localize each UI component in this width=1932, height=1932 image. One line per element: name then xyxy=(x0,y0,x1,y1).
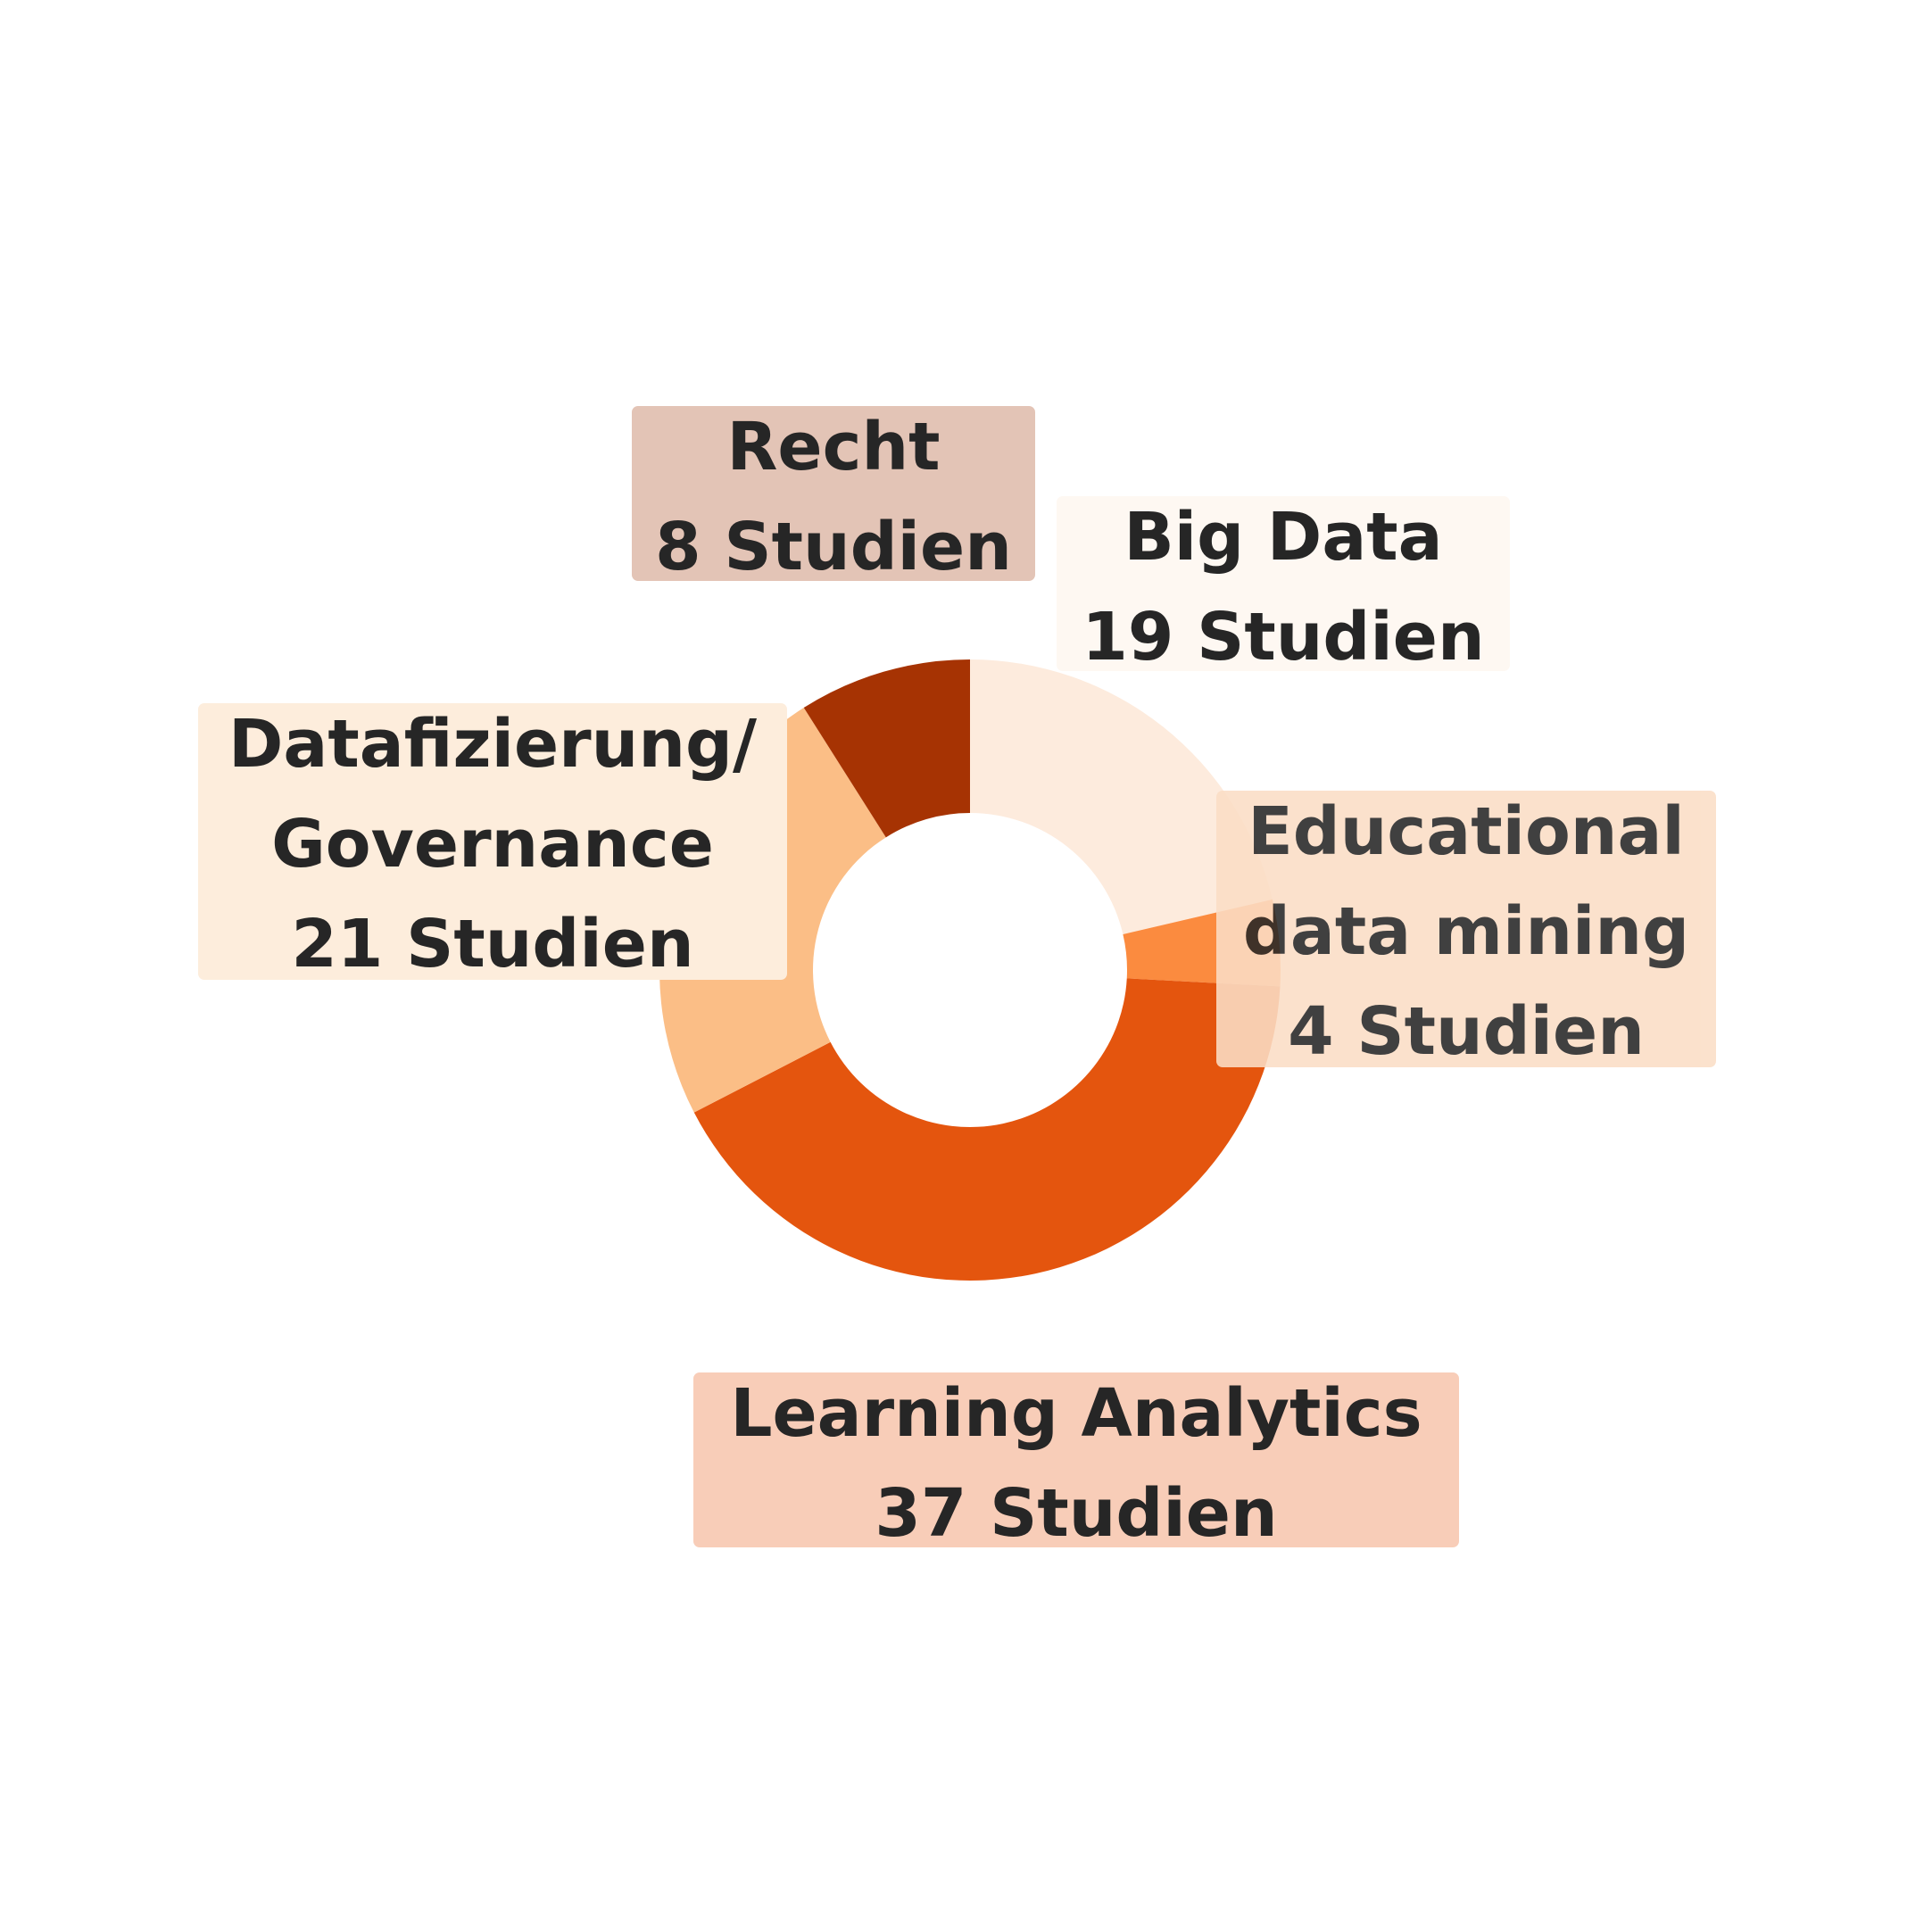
slice-learning-analytics xyxy=(693,978,1281,1281)
label-box-recht xyxy=(632,406,1035,581)
label-recht: Recht 8 Studien xyxy=(632,406,1035,585)
label-name-datafizierung-governance: Datafizierung/ xyxy=(228,706,758,783)
label-datafizierung-governance: Datafizierung/Governance 21 Studien xyxy=(198,703,787,983)
label-value-recht: 8 Studien xyxy=(655,509,1012,585)
label-value-educational-data-mining: 4 Studien xyxy=(1288,993,1645,1070)
label-value-datafizierung-governance: 21 Studien xyxy=(291,906,693,983)
label-educational-data-mining: Educational data mining 4 Studien xyxy=(1216,791,1716,1070)
label-box-big-data xyxy=(1057,496,1510,671)
label-learning-analytics: Learning Analytics 37 Studien xyxy=(693,1372,1459,1552)
label-name-learning-analytics: Learning Analytics xyxy=(730,1375,1422,1452)
label-name-big-data: Big Data xyxy=(1124,499,1442,576)
slice-big-data xyxy=(970,659,1273,934)
label-name-educational-data-mining: data mining xyxy=(1243,893,1689,970)
label-box-datafizierung-governance xyxy=(198,703,787,980)
label-name-educational-data-mining: Educational xyxy=(1248,793,1685,870)
label-value-learning-analytics: 37 Studien xyxy=(875,1475,1277,1552)
label-value-big-data: 19 Studien xyxy=(1082,599,1484,676)
label-box-learning-analytics xyxy=(693,1372,1459,1547)
label-box-educational-data-mining xyxy=(1216,791,1716,1067)
label-big-data: Big Data 19 Studien xyxy=(1057,496,1510,676)
slice-recht xyxy=(803,659,970,838)
label-name-datafizierung-governance: Governance xyxy=(271,806,714,883)
label-name-recht: Recht xyxy=(726,409,940,485)
